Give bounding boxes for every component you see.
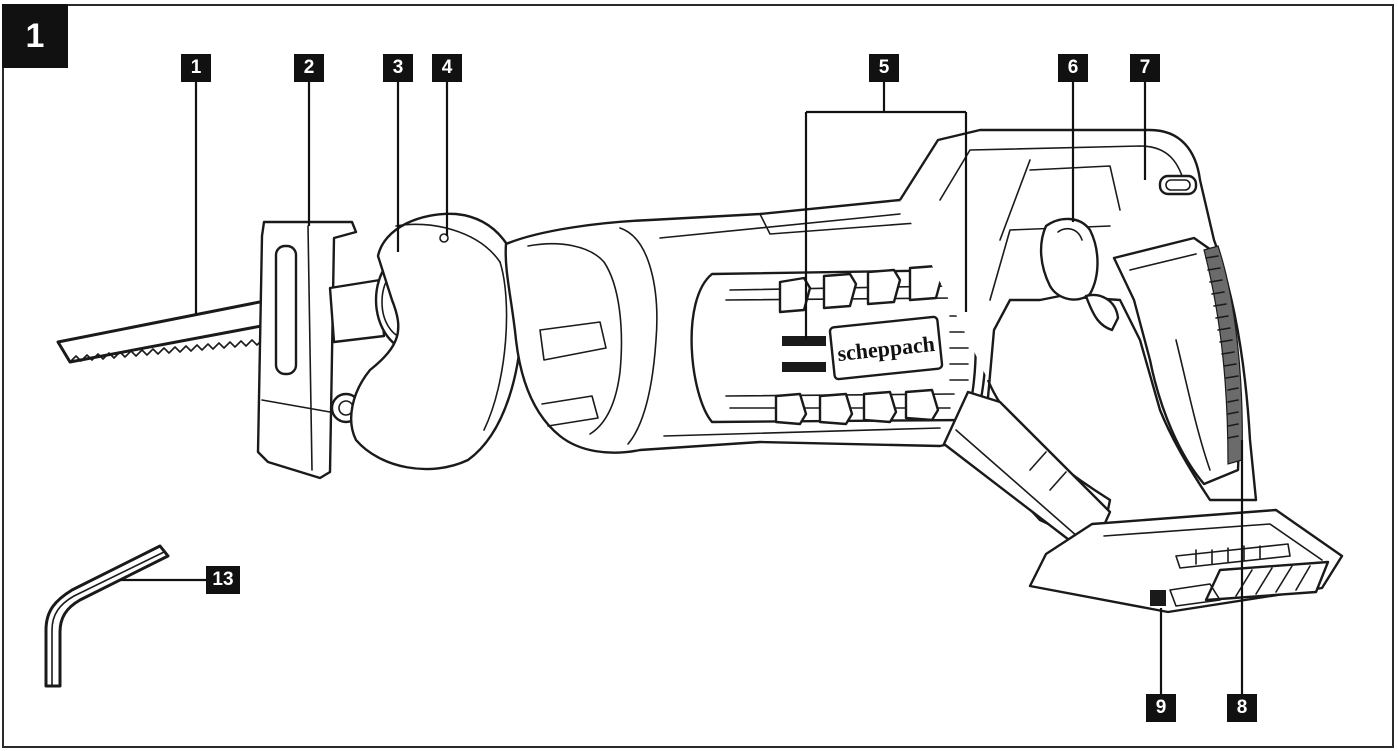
lower-arm bbox=[942, 390, 1112, 558]
front-guard bbox=[349, 212, 524, 471]
figure-number-badge: 1 bbox=[2, 4, 68, 68]
leader-lines bbox=[120, 82, 1244, 696]
callout-2: 2 bbox=[294, 54, 324, 82]
on-off-switch bbox=[1039, 217, 1120, 332]
callout-8: 8 bbox=[1227, 694, 1257, 722]
callout-7: 7 bbox=[1130, 54, 1160, 82]
base-plate bbox=[256, 220, 362, 480]
callout-1: 1 bbox=[181, 54, 211, 82]
callout-6: 6 bbox=[1058, 54, 1088, 82]
battery-mount bbox=[1028, 508, 1344, 614]
lock-button bbox=[1158, 174, 1198, 196]
callout-9: 9 bbox=[1146, 694, 1176, 722]
callout-13: 13 bbox=[206, 566, 240, 594]
figure-frame bbox=[2, 4, 1394, 748]
allen-key bbox=[44, 544, 170, 688]
brand-logo-plate: scheppach bbox=[828, 315, 944, 381]
handle-grip bbox=[1112, 236, 1243, 486]
callout-4: 4 bbox=[432, 54, 462, 82]
callout-3: 3 bbox=[383, 54, 413, 82]
callout-5: 5 bbox=[869, 54, 899, 82]
